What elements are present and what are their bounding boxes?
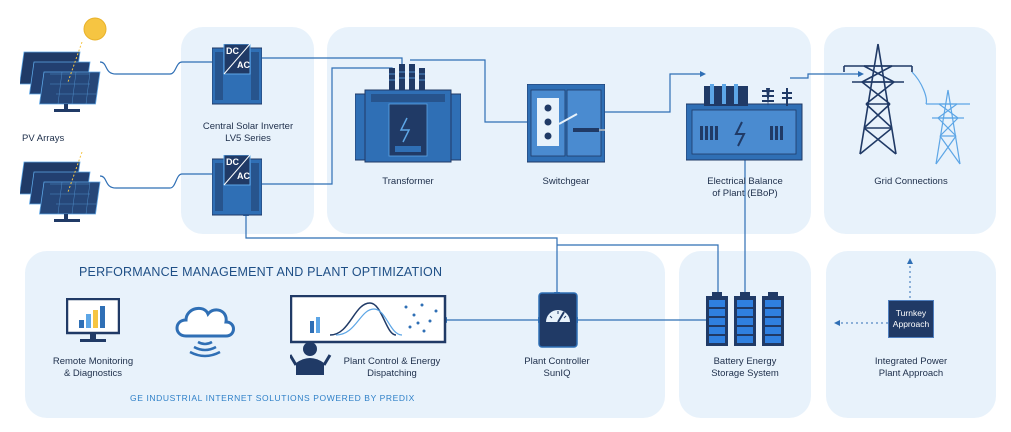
inverter-label: Central Solar Inverter LV5 Series [190,121,306,145]
integrated-label: Integrated Power Plant Approach [858,356,964,380]
integrated-label-line2: Plant Approach [878,368,944,379]
battery-label: Battery Energy Storage System [696,356,794,380]
switchgear-label: Switchgear [542,176,590,187]
ebop-label-line2: of Plant (EBoP) [712,188,778,199]
ebop-icon [686,84,803,161]
battery-label-line1: Battery Energy [713,356,777,367]
inverter-label-line1: Central Solar Inverter [202,121,294,132]
transmission-tower-icon [843,43,970,165]
grid-panel [824,27,996,234]
switchgear-icon [527,84,605,163]
ac-badge: AC [237,171,250,181]
control-screen-icon [290,295,447,375]
plant-controller-icon [538,292,578,348]
ac-badge: AC [237,60,250,70]
sun-icon [83,17,107,41]
section-subtitle: GE INDUSTRIAL INTERNET SOLUTIONS POWERED… [130,393,415,403]
monitor-icon [66,298,120,342]
remote-monitoring-line1: Remote Monitoring [52,356,134,367]
dc-badge: DC [226,46,239,56]
ebop-label-line1: Electrical Balance [707,176,783,187]
ebop-label: Electrical Balance of Plant (EBoP) [692,176,798,200]
pv-array-icon [20,42,101,112]
plant-control-line1: Plant Control & Energy [343,356,441,367]
pv-arrays-label: PV Arrays [22,133,65,144]
plant-controller-line1: Plant Controller [524,356,590,367]
plant-control-label: Plant Control & Energy Dispatching [330,356,454,380]
turnkey-badge: Turnkey Approach [888,300,934,338]
section-title: PERFORMANCE MANAGEMENT AND PLANT OPTIMIZ… [79,265,443,279]
inverter-icon: DC AC [212,155,262,217]
pv-array-icon [20,152,101,222]
turnkey-line1: Turnkey [895,308,927,318]
grid-connections-label: Grid Connections [874,176,948,187]
remote-monitoring-line2: & Diagnostics [63,368,123,379]
battery-icon [706,292,784,346]
remote-monitoring-label: Remote Monitoring & Diagnostics [44,356,142,380]
integrated-label-line1: Integrated Power [874,356,948,367]
plant-control-line2: Dispatching [367,368,417,379]
turnkey-line2: Approach [892,319,930,329]
dc-badge: DC [226,157,239,167]
battery-label-line2: Storage System [711,368,779,379]
cloud-icon [175,306,235,358]
transformer-icon [355,64,461,163]
plant-controller-label: Plant Controller SunIQ [512,356,602,380]
inverter-icon: DC AC [212,44,262,106]
transformer-label: Transformer [382,176,434,187]
plant-controller-line2: SunIQ [543,368,571,379]
inverter-label-line2: LV5 Series [225,133,271,144]
